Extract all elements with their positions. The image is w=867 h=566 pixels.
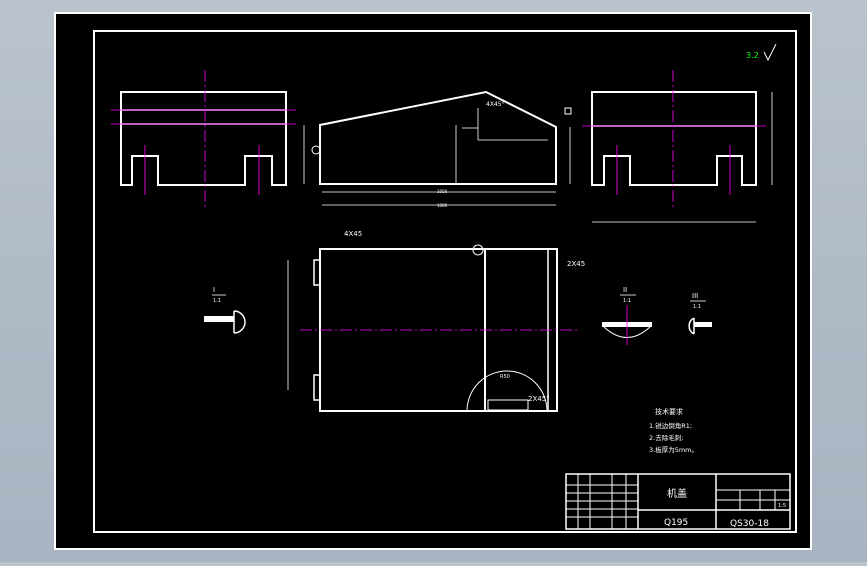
- svg-text:1:1: 1:1: [213, 298, 221, 304]
- section-III: III 1:1: [688, 292, 712, 335]
- tech-requirements: 技术要求 1.锐边倒角R1; 2.去除毛刺; 3.板厚为5mm。: [649, 407, 698, 454]
- svg-text:III: III: [692, 292, 698, 300]
- svg-text:1080: 1080: [437, 203, 448, 208]
- inner-frame: [93, 30, 797, 533]
- svg-text:1:1: 1:1: [693, 304, 701, 310]
- section-I: I 1:1: [204, 286, 246, 334]
- svg-text:3.2: 3.2: [746, 51, 759, 60]
- svg-text:4X45°: 4X45°: [486, 101, 505, 108]
- svg-text:1050: 1050: [437, 189, 448, 194]
- svg-text:R50: R50: [500, 374, 510, 380]
- section-II: II 1:1: [602, 286, 652, 345]
- svg-text:1:1: 1:1: [623, 298, 631, 304]
- svg-text:2.去除毛刺;: 2.去除毛刺;: [649, 433, 683, 442]
- title-block: 机盖 Q195 QS30-18 1:5: [565, 473, 791, 530]
- svg-text:QS30-18: QS30-18: [730, 519, 769, 529]
- roughness-symbol: 3.2: [746, 43, 777, 62]
- plan-view: 4X45 2X45 2X45° R50: [287, 230, 585, 412]
- svg-text:2X45: 2X45: [567, 260, 585, 268]
- svg-text:1.锐边倒角R1;: 1.锐边倒角R1;: [649, 421, 692, 430]
- left-side-view: [111, 70, 296, 210]
- svg-text:2X45°: 2X45°: [528, 395, 550, 403]
- svg-text:技术要求: 技术要求: [655, 407, 683, 416]
- svg-text:I: I: [213, 286, 215, 294]
- svg-text:4X45: 4X45: [344, 230, 362, 238]
- svg-text:Q195: Q195: [664, 518, 688, 528]
- front-view: 4X45° 1050 1080: [303, 90, 572, 208]
- right-side-view: [582, 70, 773, 223]
- svg-text:1:5: 1:5: [778, 503, 786, 509]
- drawing-sheet: [54, 12, 812, 550]
- svg-text:机盖: 机盖: [667, 487, 687, 500]
- svg-text:3.板厚为5mm。: 3.板厚为5mm。: [649, 445, 698, 454]
- svg-text:II: II: [623, 286, 627, 294]
